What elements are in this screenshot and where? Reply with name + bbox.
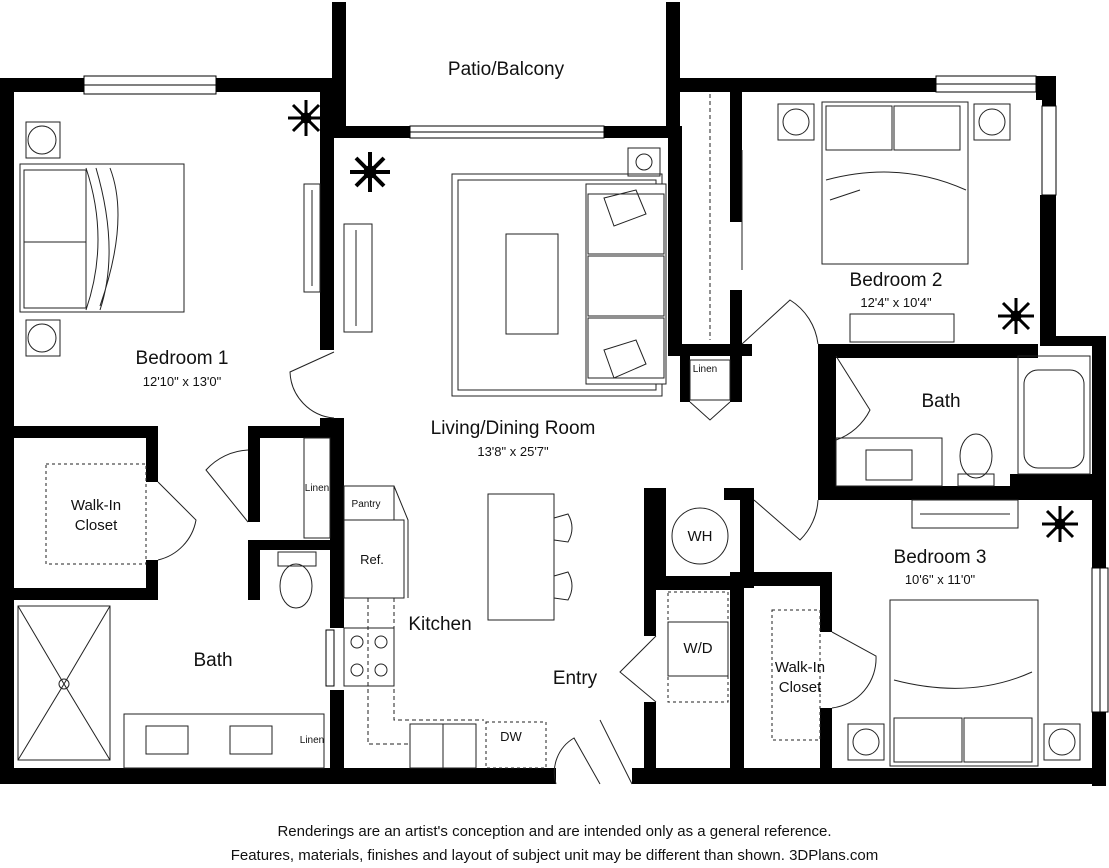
nightstand-lamp-icon xyxy=(27,323,57,353)
wh-label: WH xyxy=(688,528,713,545)
pantry-label: Pantry xyxy=(352,499,381,510)
plant-icon xyxy=(998,298,1034,334)
windows xyxy=(83,75,1109,713)
sink-icon xyxy=(865,449,913,481)
patio-label: Patio/Balcony xyxy=(448,59,565,80)
dresser xyxy=(849,313,955,343)
bathtub-icon xyxy=(1017,355,1091,475)
bedroom-1 xyxy=(19,121,335,565)
bed-icon xyxy=(19,163,185,313)
disclaimer-line-2: Features, materials, finishes and layout… xyxy=(230,847,879,864)
dishwasher xyxy=(485,721,547,769)
bedroom-1-label: Bedroom 1 xyxy=(136,348,229,369)
door-swing xyxy=(553,737,601,785)
bedroom-2-dims: 12'4" x 10'4" xyxy=(860,295,932,310)
walls xyxy=(0,2,1106,786)
toilet-icon xyxy=(279,563,313,609)
door-swing xyxy=(289,351,335,419)
disclaimer-line-1: Renderings are an artist's conception an… xyxy=(277,823,832,840)
wd-label: W/D xyxy=(683,640,712,657)
chair xyxy=(553,513,573,543)
patio: Patio/Balcony xyxy=(448,59,565,80)
nightstand-lamp-icon xyxy=(1048,728,1076,756)
refrigerator-icon xyxy=(343,519,405,599)
bedroom-2 xyxy=(689,94,1011,421)
walk-in-closet-1-label-2: Closet xyxy=(75,517,118,534)
dining-table xyxy=(487,493,555,621)
linen-label: Linen xyxy=(693,364,717,375)
bath-right xyxy=(753,355,1091,541)
dw-label: DW xyxy=(500,729,522,744)
door-swing xyxy=(689,401,731,421)
plant-icon xyxy=(288,100,324,136)
tv-stand xyxy=(343,223,373,333)
sofa xyxy=(585,183,667,385)
door-swing xyxy=(831,631,877,709)
dresser xyxy=(303,183,321,293)
nightstand-lamp-icon xyxy=(978,108,1006,136)
water-heater-icon xyxy=(671,507,729,565)
bedroom-3 xyxy=(771,499,1081,767)
bath-left xyxy=(17,437,331,769)
nightstand-lamp-icon xyxy=(852,728,880,756)
closet-outline xyxy=(45,463,147,565)
door-swing xyxy=(205,449,249,523)
door-swing xyxy=(835,355,871,441)
door-swing xyxy=(599,719,633,785)
dresser xyxy=(911,499,1019,529)
plant-icon xyxy=(350,152,390,192)
linen-label: Linen xyxy=(300,735,324,746)
bedroom-1-dims: 12'10" x 13'0" xyxy=(143,374,222,389)
chair xyxy=(553,571,573,601)
sink-icon xyxy=(229,725,273,755)
nightstand-lamp-icon xyxy=(27,125,57,155)
sink-icon xyxy=(145,725,189,755)
door-swing xyxy=(619,635,657,703)
door-swing xyxy=(157,481,197,561)
bedroom-2-label: Bedroom 2 xyxy=(850,270,943,291)
vanity xyxy=(123,713,325,769)
living-label: Living/Dining Room xyxy=(431,418,596,439)
toilet-icon xyxy=(959,433,993,479)
living-dims: 13'8" x 25'7" xyxy=(477,444,549,459)
shower-icon xyxy=(17,605,111,761)
floor-plan: Patio/Balcony Bedroom 1 12'10" x 13'0" W… xyxy=(0,2,1109,786)
kitchen-label: Kitchen xyxy=(408,614,471,635)
utilities xyxy=(553,507,729,785)
walk-in-closet-1-label-1: Walk-In xyxy=(71,497,121,514)
kitchen xyxy=(343,485,547,769)
closet-outline xyxy=(771,609,821,741)
plant-icon xyxy=(1042,506,1078,542)
stove-icon xyxy=(343,627,395,687)
living-room xyxy=(343,147,667,621)
walk-in-closet-3-label-1: Walk-In xyxy=(775,659,825,676)
ref-label: Ref. xyxy=(360,552,384,567)
bedroom-3-label: Bedroom 3 xyxy=(894,547,987,568)
bath-left-label: Bath xyxy=(193,650,232,671)
linen-closet xyxy=(303,437,331,539)
walk-in-closet-3-label-2: Closet xyxy=(779,679,822,696)
linen-label: Linen xyxy=(305,483,329,494)
door-swing xyxy=(741,299,819,345)
vanity xyxy=(835,437,943,487)
bath-right-label: Bath xyxy=(921,391,960,412)
entry-label: Entry xyxy=(553,668,598,689)
nightstand-lamp-icon xyxy=(782,108,810,136)
bed-icon xyxy=(821,101,969,265)
bedroom-3-dims: 10'6" x 11'0" xyxy=(905,572,976,587)
disclaimer: Renderings are an artist's conception an… xyxy=(0,820,1109,868)
door-swing xyxy=(753,499,819,541)
outlet xyxy=(627,147,661,177)
coffee-table xyxy=(505,233,559,335)
